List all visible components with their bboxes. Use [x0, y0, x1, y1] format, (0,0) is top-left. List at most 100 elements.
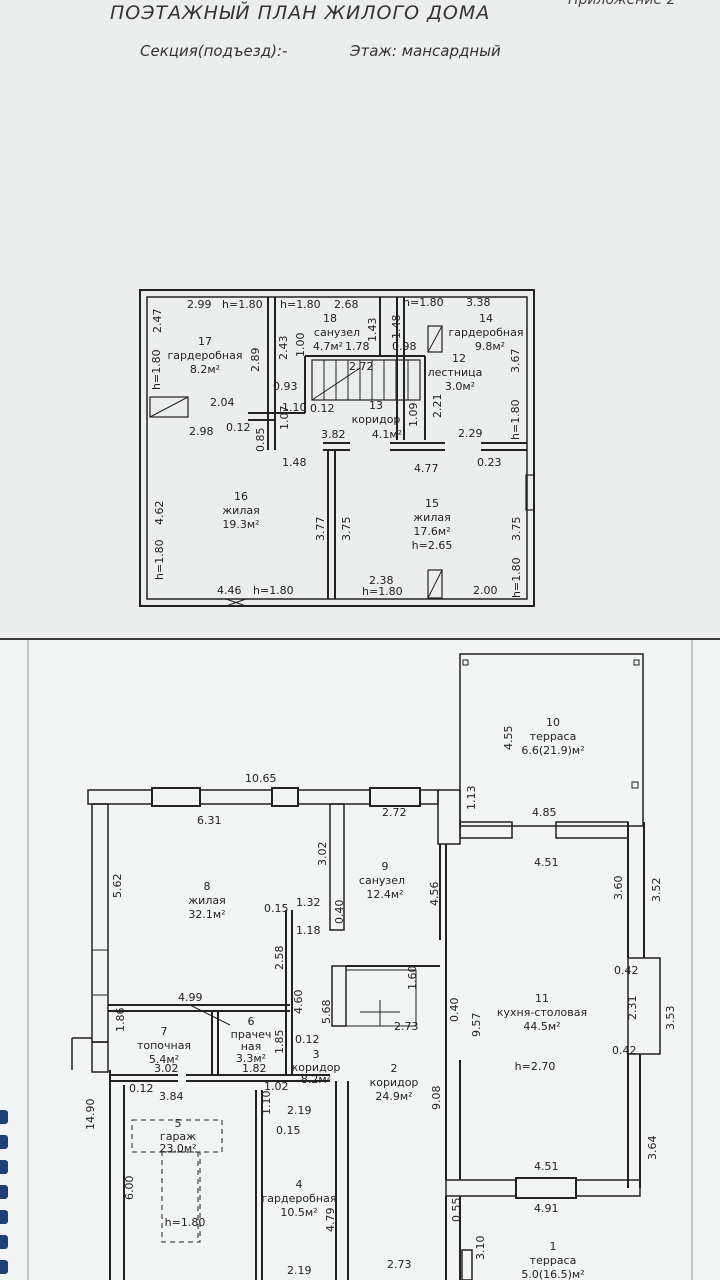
room-6-number: 6: [248, 1015, 255, 1028]
attic-plan-drawing: 17 гардеробная 8.2м² 18 санузел 4.7м² 14…: [139, 289, 535, 607]
dimension: 2.72: [382, 806, 407, 819]
dimension: 0.15: [264, 902, 289, 915]
room-13-area: 4.1м²: [372, 428, 402, 441]
room-15-name: жилая: [413, 511, 450, 524]
room-10-area: 6.6(21.9)м²: [521, 744, 584, 757]
room-11-height: h=2.70: [515, 1060, 556, 1073]
dimension: 1.78: [345, 340, 370, 353]
room-5-name: гараж: [160, 1130, 196, 1143]
room-13-number: 13: [369, 399, 383, 412]
room-10-name: терраса: [530, 730, 577, 743]
room-15-area: 17.6м²: [413, 525, 450, 538]
room-11-number: 11: [535, 992, 549, 1005]
dimension: 3.75: [340, 517, 353, 542]
dimension: 3.67: [509, 349, 522, 374]
dimension: h=1.80: [362, 585, 403, 598]
room-13-name: коридор: [352, 413, 401, 426]
dimension: h=1.80: [150, 349, 163, 390]
dimension: 3.77: [314, 517, 327, 542]
appendix-label: Приложение 2: [568, 0, 676, 8]
dimension: 3.52: [650, 878, 663, 903]
dimension: 4.51: [534, 856, 559, 869]
dimension: 2.98: [189, 425, 214, 438]
dimension: 4.85: [532, 806, 557, 819]
dimension: 3.53: [664, 1006, 677, 1031]
room-7-number: 7: [161, 1025, 168, 1038]
dimension: 2.72: [349, 360, 374, 373]
dimension: 4.60: [292, 990, 305, 1015]
room-3-name: коридор: [292, 1061, 341, 1074]
room-8-name: жилая: [188, 894, 225, 907]
room-1-number: 1: [550, 1240, 557, 1253]
room-9-number: 9: [382, 860, 389, 873]
attic-floor-plan-sheet: ПОЭТАЖНЫЙ ПЛАН ЖИЛОГО ДОМА Приложение 2 …: [0, 0, 720, 638]
room-18-number: 18: [323, 312, 337, 325]
dimension: h=1.80: [222, 298, 263, 311]
room-3-area: 8.2м²: [301, 1073, 331, 1086]
dimension: 3.02: [154, 1062, 179, 1075]
dimension: 1.10: [282, 401, 307, 414]
room-7-area: 5.4м²: [149, 1053, 179, 1066]
dimension: 2.04: [210, 396, 235, 409]
dimension: 2.68: [334, 298, 359, 311]
dimension: 0.42: [612, 1044, 637, 1057]
dimension: 6.00: [123, 1176, 136, 1201]
dimension: 5.68: [320, 1000, 333, 1025]
dimension: 10.65: [245, 772, 277, 785]
dimension: 0.40: [333, 900, 346, 925]
dimension: 2.31: [626, 996, 639, 1021]
dimension: 2.73: [387, 1258, 412, 1271]
room-6-name-line1: прачеч: [231, 1028, 272, 1041]
room-17-number: 17: [198, 335, 212, 348]
dimension: 1.82: [242, 1062, 267, 1075]
dimension: 2.73: [394, 1020, 419, 1033]
room-1-name: терраса: [530, 1254, 577, 1267]
dimension: 2.47: [151, 309, 164, 334]
dimension: 3.64: [646, 1136, 659, 1161]
ground-floor-plan-sheet: 10 терраса 6.6(21.9)м² 8 жилая 32.1м² 9 …: [0, 640, 720, 1280]
dimension: 1.09: [407, 403, 420, 428]
room-4-number: 4: [296, 1178, 303, 1191]
room-8-number: 8: [204, 880, 211, 893]
ground-plan-drawing: 10 терраса 6.6(21.9)м² 8 жилая 32.1м² 9 …: [27, 640, 693, 1280]
dimension: 0.42: [614, 964, 639, 977]
room-2-number: 2: [391, 1062, 398, 1075]
dimension: 4.91: [534, 1202, 559, 1215]
room-16-area: 19.3м²: [222, 518, 259, 531]
room-1-area: 5.0(16.5)м²: [521, 1268, 584, 1280]
dimension: h=1.80: [253, 584, 294, 597]
binder-ring: [0, 1210, 8, 1224]
dimension: 4.77: [414, 462, 439, 475]
dimension: 14.90: [84, 1099, 97, 1131]
room-3-number: 3: [313, 1048, 320, 1061]
room-12-number: 12: [452, 352, 466, 365]
dimension: 3.75: [510, 517, 523, 542]
dimension: 3.38: [466, 296, 491, 309]
page-title: ПОЭТАЖНЫЙ ПЛАН ЖИЛОГО ДОМА: [110, 2, 491, 24]
dimension: 4.62: [153, 501, 166, 526]
room-11-name: кухня-столовая: [497, 1006, 587, 1019]
dimension: 1.02: [264, 1080, 289, 1093]
room-14-name: гардеробная: [449, 326, 524, 339]
dimension: 2.58: [273, 946, 286, 971]
dimension: 0.12: [295, 1033, 320, 1046]
room-9-area: 12.4м²: [366, 888, 403, 901]
room-17-area: 8.2м²: [190, 363, 220, 376]
dimension: h=1.80: [510, 557, 523, 598]
room-5-number: 5: [175, 1117, 182, 1130]
dimension: 1.32: [296, 896, 321, 909]
room-15-height: h=2.65: [412, 539, 453, 552]
room-10-number: 10: [546, 716, 560, 729]
dimension: 5.62: [111, 874, 124, 899]
dimension: 0.12: [310, 402, 335, 415]
dimension: 0.55: [450, 1198, 463, 1223]
room-6-area: 3.3м²: [236, 1052, 266, 1065]
dimension: 0.40: [448, 998, 461, 1023]
room-4-name: гардеробная: [262, 1192, 337, 1205]
room-6-name-line2: ная: [241, 1040, 262, 1053]
dimension: 0.15: [276, 1124, 301, 1137]
dimension: 0.98: [392, 340, 417, 353]
binder-ring: [0, 1185, 8, 1199]
binder-ring: [0, 1235, 8, 1249]
dimension: 4.55: [502, 726, 515, 751]
